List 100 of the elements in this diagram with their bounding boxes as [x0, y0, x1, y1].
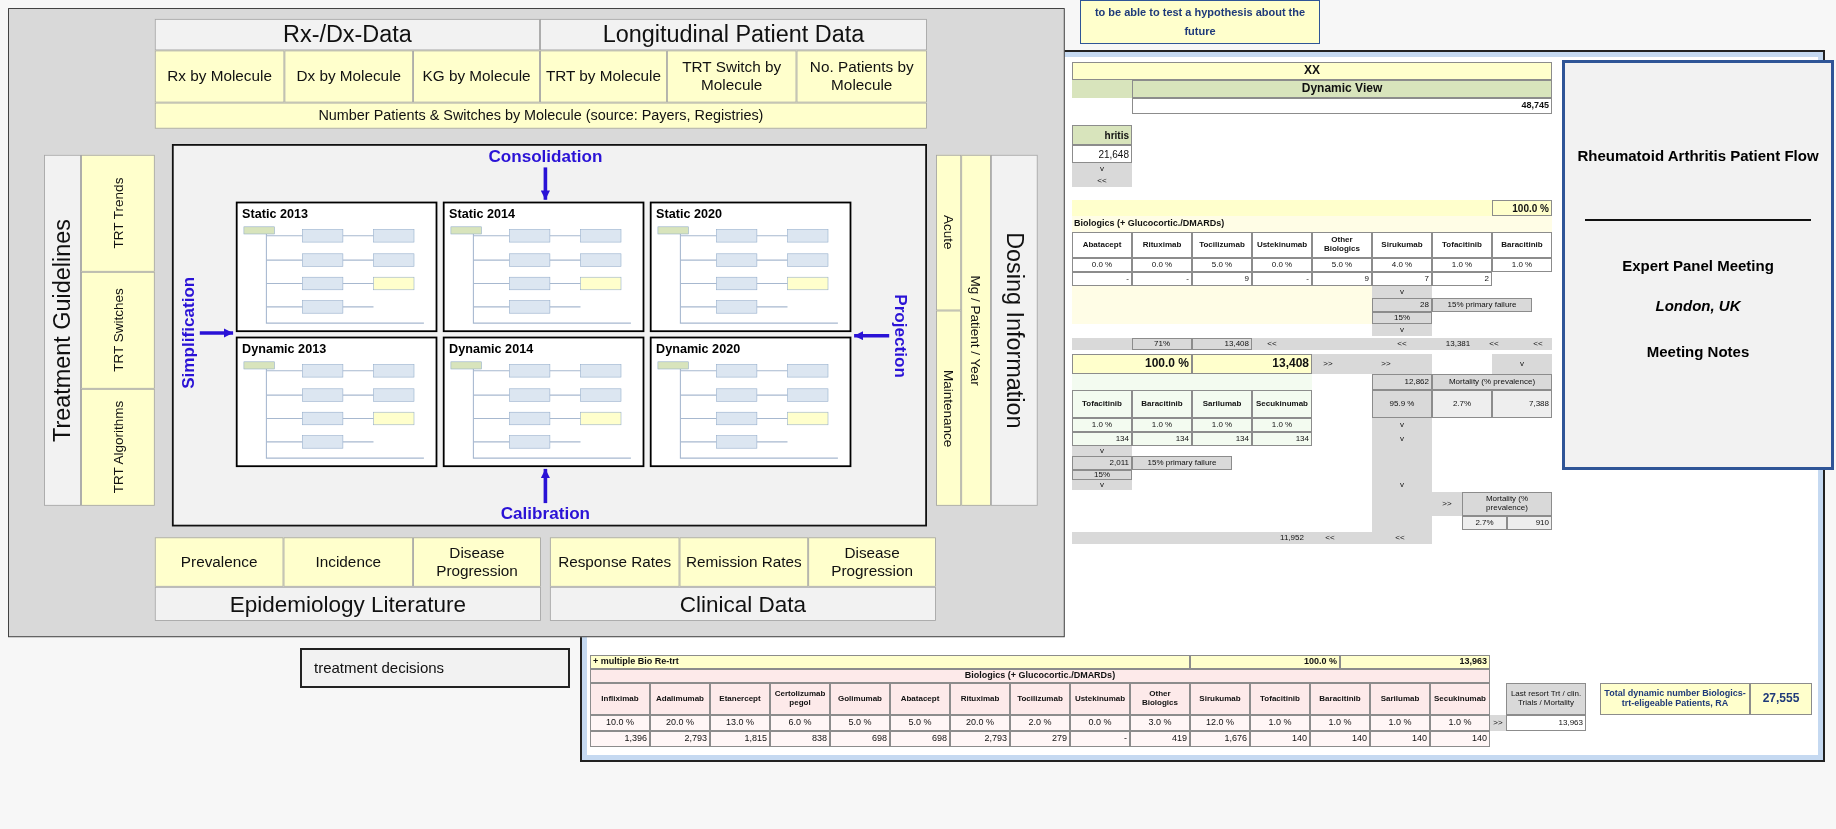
data-source-cell: Number Patients & Switches by Molecule (source: Payers, Registries) [154, 102, 927, 129]
flow-marker: << [1488, 338, 1500, 350]
process-label: Projection [889, 286, 913, 386]
flow-marker: << [1324, 532, 1336, 544]
table-cell: XX [1072, 62, 1552, 80]
table-cell: Total dynamic number Biologics-trt-eligeable Patients, RA [1600, 683, 1750, 715]
table-cell: 2.0 % [1010, 715, 1070, 731]
slide-thumbnail [235, 201, 438, 333]
table-cell: 13,963 [1506, 715, 1586, 731]
table-cell: 21,648 [1072, 145, 1132, 163]
arrow [854, 331, 890, 341]
table-cell: 134 [1072, 432, 1132, 446]
table-cell: Tocilizumab [1192, 232, 1252, 258]
flow-marker: << [1394, 532, 1406, 544]
table-cell: 12.0 % [1190, 715, 1250, 731]
slide-title: Rheumatoid Arthritis Patient Flow [1576, 147, 1820, 164]
table-cell: 2 [1432, 272, 1492, 286]
table-cell: 1.0 % [1132, 418, 1192, 432]
slide-subtitle: Meeting Notes [1645, 343, 1751, 360]
data-source-cell: TRT Switch by Molecule [666, 50, 797, 103]
process-label: Simplification [176, 265, 200, 401]
table-cell: 134 [1132, 432, 1192, 446]
table-cell: + multiple Bio Re-trt [590, 655, 1190, 669]
table-cell: 419 [1130, 731, 1190, 747]
table-cell: 27,555 [1750, 683, 1812, 715]
table-cell: 13.0 % [710, 715, 770, 731]
flow-marker: >> [1322, 357, 1334, 370]
table-cell: 5.0 % [830, 715, 890, 731]
table-cell: 9 [1192, 272, 1252, 286]
slide-thumbnail [442, 336, 645, 468]
table-cell: 1.0 % [1072, 418, 1132, 432]
table-cell: - [1252, 272, 1312, 286]
table-cell: Sirukumab [1372, 232, 1432, 258]
slide-title: Dynamic 2014 [449, 341, 534, 356]
data-source-cell: No. Patients by Molecule [796, 50, 927, 103]
flow-marker: v [1399, 432, 1405, 445]
table-cell: Mortality (% prevalence) [1462, 492, 1552, 516]
table-cell: 15% [1372, 312, 1432, 324]
table-cell: 2.7% [1462, 516, 1507, 530]
table-cell: 910 [1507, 516, 1552, 530]
note-box: treatment decisions [300, 648, 570, 688]
table-cell: 5.0 % [1192, 258, 1252, 272]
data-source-cell: KG by Molecule [413, 50, 540, 103]
table-cell: 140 [1430, 731, 1490, 747]
table-cell: 6.0 % [770, 715, 830, 731]
slide-thumbnail [649, 336, 852, 468]
table-cell: Sarilumab [1192, 390, 1252, 418]
slide-thumbnail [235, 336, 438, 468]
data-source-cell: Prevalence [154, 537, 284, 587]
flow-marker: v [1399, 480, 1405, 490]
table-cell: 4.0 % [1372, 258, 1432, 272]
table-cell: 100.0 % [1072, 354, 1192, 374]
table-cell: Etanercept [710, 683, 770, 715]
table-cell: 1.0 % [1492, 258, 1552, 272]
table-cell: Golimumab [830, 683, 890, 715]
table-cell: 1.0 % [1250, 715, 1310, 731]
title-slide [1562, 60, 1834, 470]
flow-marker: v [1399, 418, 1405, 431]
table-header: Epidemiology Literature [154, 586, 541, 621]
table-cell: Rituximab [1132, 232, 1192, 258]
table-cell: 15% primary failure [1132, 456, 1232, 470]
table-cell: Baracitinib [1310, 683, 1370, 715]
data-source-cell: TRT Algorithms [81, 388, 155, 506]
table-cell: Certolizumab pegol [770, 683, 830, 715]
table-cell: Abatacept [1072, 232, 1132, 258]
data-source-cell: Incidence [283, 537, 414, 587]
slide-title: Dynamic 2013 [242, 341, 327, 356]
table-cell: Sarilumab [1370, 683, 1430, 715]
table-cell: Infliximab [590, 683, 650, 715]
table-cell: 100.0 % [1492, 200, 1552, 216]
process-label: Calibration [477, 503, 613, 525]
note-box: to be able to test a hypothesis about the future [1080, 0, 1320, 44]
table-cell: 3.0 % [1130, 715, 1190, 731]
table-cell: 5.0 % [1312, 258, 1372, 272]
table-cell: 1.0 % [1430, 715, 1490, 731]
slide-title: Dynamic 2020 [656, 341, 741, 356]
flow-marker: 11,952 [1279, 532, 1305, 544]
table-cell: 20.0 % [650, 715, 710, 731]
table-cell: 7 [1372, 272, 1432, 286]
table-cell: 134 [1192, 432, 1252, 446]
table-cell: v [1492, 354, 1552, 374]
data-source-cell: Disease Progression [808, 537, 936, 587]
data-source-cell: TRT Switches [81, 271, 155, 389]
table-cell: 140 [1310, 731, 1370, 747]
table-cell: Ustekinumab [1252, 232, 1312, 258]
table-cell: 1,396 [590, 731, 650, 747]
table-cell: 10.0 % [590, 715, 650, 731]
table-cell: Secukinumab [1430, 683, 1490, 715]
table-cell: Baracitinib [1492, 232, 1552, 258]
table-cell: << [1072, 175, 1132, 187]
table-cell: Tocilizumab [1010, 683, 1070, 715]
table-cell: Adalimumab [650, 683, 710, 715]
table-cell: Last resort Trt / clin. Trials / Mortality [1506, 683, 1586, 715]
table-cell: 13,408 [1192, 354, 1312, 374]
table-cell: 698 [890, 731, 950, 747]
location-text: London, UK [1654, 297, 1742, 314]
table-cell: 140 [1250, 731, 1310, 747]
table-cell: 1.0 % [1252, 418, 1312, 432]
data-source-cell: Acute [936, 154, 962, 311]
table-cell: 20.0 % [950, 715, 1010, 731]
